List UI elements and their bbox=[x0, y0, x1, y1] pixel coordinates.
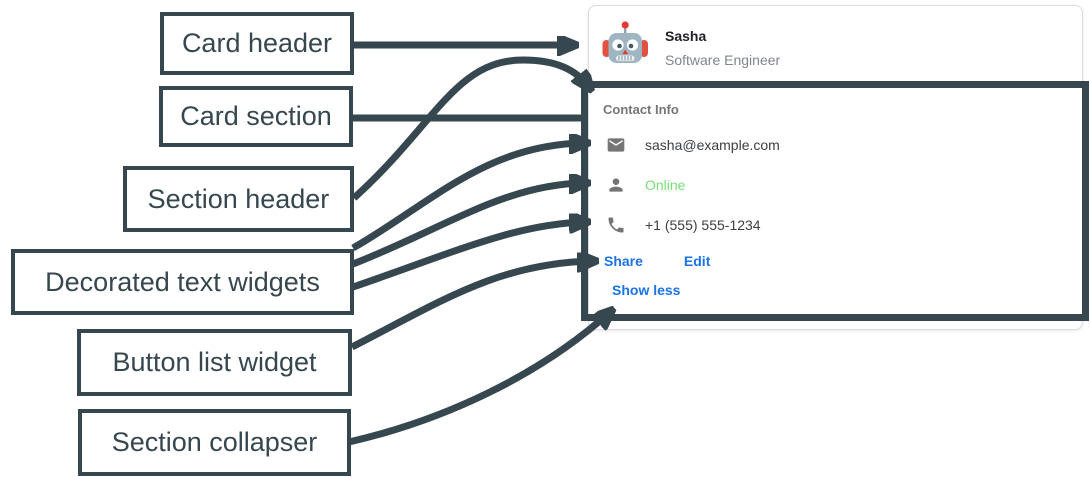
label-card-header: Card header bbox=[160, 12, 354, 75]
label-card-section-text: Card section bbox=[180, 101, 332, 131]
button-list-widget: Share Edit bbox=[604, 253, 710, 269]
label-section-header: Section header bbox=[123, 166, 354, 232]
arrow-decorated-phone bbox=[351, 222, 585, 291]
arrow-decorated-presence bbox=[351, 183, 585, 268]
arrow-button-list bbox=[350, 261, 593, 351]
mail-icon bbox=[607, 138, 625, 152]
email-text: sasha@example.com bbox=[645, 137, 780, 153]
arrow-decorated-email bbox=[351, 143, 585, 252]
decorated-text-email-row: sasha@example.com bbox=[606, 134, 780, 156]
presence-text: Online bbox=[645, 177, 686, 193]
label-button-list-widget: Button list widget bbox=[77, 329, 352, 396]
label-section-collapser: Section collapser bbox=[78, 409, 351, 476]
person-icon bbox=[609, 178, 623, 192]
label-decorated-text-widgets: Decorated text widgets bbox=[11, 249, 354, 315]
label-card-section: Card section bbox=[159, 86, 353, 147]
profile-card: Sasha Software Engineer bbox=[588, 5, 1083, 330]
share-button[interactable]: Share bbox=[604, 253, 643, 269]
user-name: Sasha bbox=[665, 28, 707, 44]
edit-button[interactable]: Edit bbox=[683, 253, 711, 269]
phone-text: +1 (555) 555-1234 bbox=[645, 217, 761, 233]
label-card-header-text: Card header bbox=[181, 28, 333, 58]
decorated-text-phone-row: +1 (555) 555-1234 bbox=[606, 214, 761, 236]
section-header-title: Contact Info bbox=[603, 102, 679, 117]
label-section-collapser-text: Section collapser bbox=[111, 427, 318, 457]
arrow-section-collapser bbox=[348, 312, 610, 446]
label-button-list-widget-text: Button list widget bbox=[112, 347, 317, 377]
phone-icon bbox=[608, 217, 624, 233]
card-header: Sasha Software Engineer bbox=[589, 6, 1082, 82]
section-collapser-button[interactable]: Show less bbox=[612, 282, 681, 298]
decorated-text-presence-row: Online bbox=[606, 174, 685, 196]
label-decorated-text-widgets-text: Decorated text widgets bbox=[45, 266, 320, 297]
user-role: Software Engineer bbox=[665, 52, 781, 68]
arrow-section-header bbox=[351, 56, 589, 201]
label-section-header-text: Section header bbox=[147, 183, 330, 214]
robot-avatar-icon bbox=[602, 21, 648, 63]
